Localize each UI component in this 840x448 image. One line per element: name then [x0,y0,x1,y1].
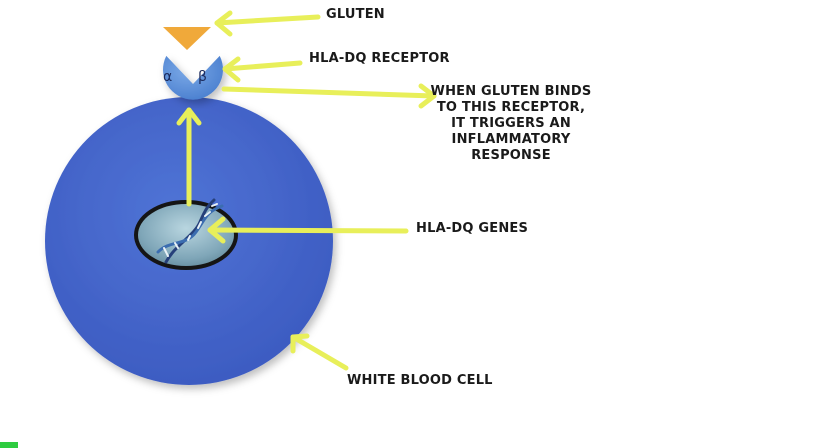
receptor-arrow [222,56,303,83]
genes-to-receptor-arrow [176,107,202,207]
response-line-1: WHEN GLUTEN BINDS [431,84,592,99]
nucleus [134,198,238,270]
cell-label: WHITE BLOOD CELL [347,373,493,388]
receptor-label: HLA-DQ RECEPTOR [309,51,450,66]
genes-arrow [207,216,409,244]
beta-subunit-label: β [198,69,207,85]
response-arrow [221,83,437,109]
gluten-molecule [163,27,211,50]
dna-helix-icon [156,198,224,264]
gluten-label: GLUTEN [326,7,385,22]
cell-arrow [290,333,349,371]
corner-marker [0,442,18,448]
response-line-2: TO THIS RECEPTOR, [437,100,585,115]
arrows [176,10,437,371]
gluten-arrow [214,10,321,37]
response-label: WHEN GLUTEN BINDS TO THIS RECEPTOR, IT T… [431,84,592,163]
response-line-4: INFLAMMATORY [452,132,571,147]
genes-label: HLA-DQ GENES [416,221,528,236]
alpha-subunit-label: α [163,69,172,85]
response-line-3: IT TRIGGERS AN [451,116,571,131]
hla-dq-receptor: α β [163,55,223,100]
response-line-5: RESPONSE [471,148,551,163]
